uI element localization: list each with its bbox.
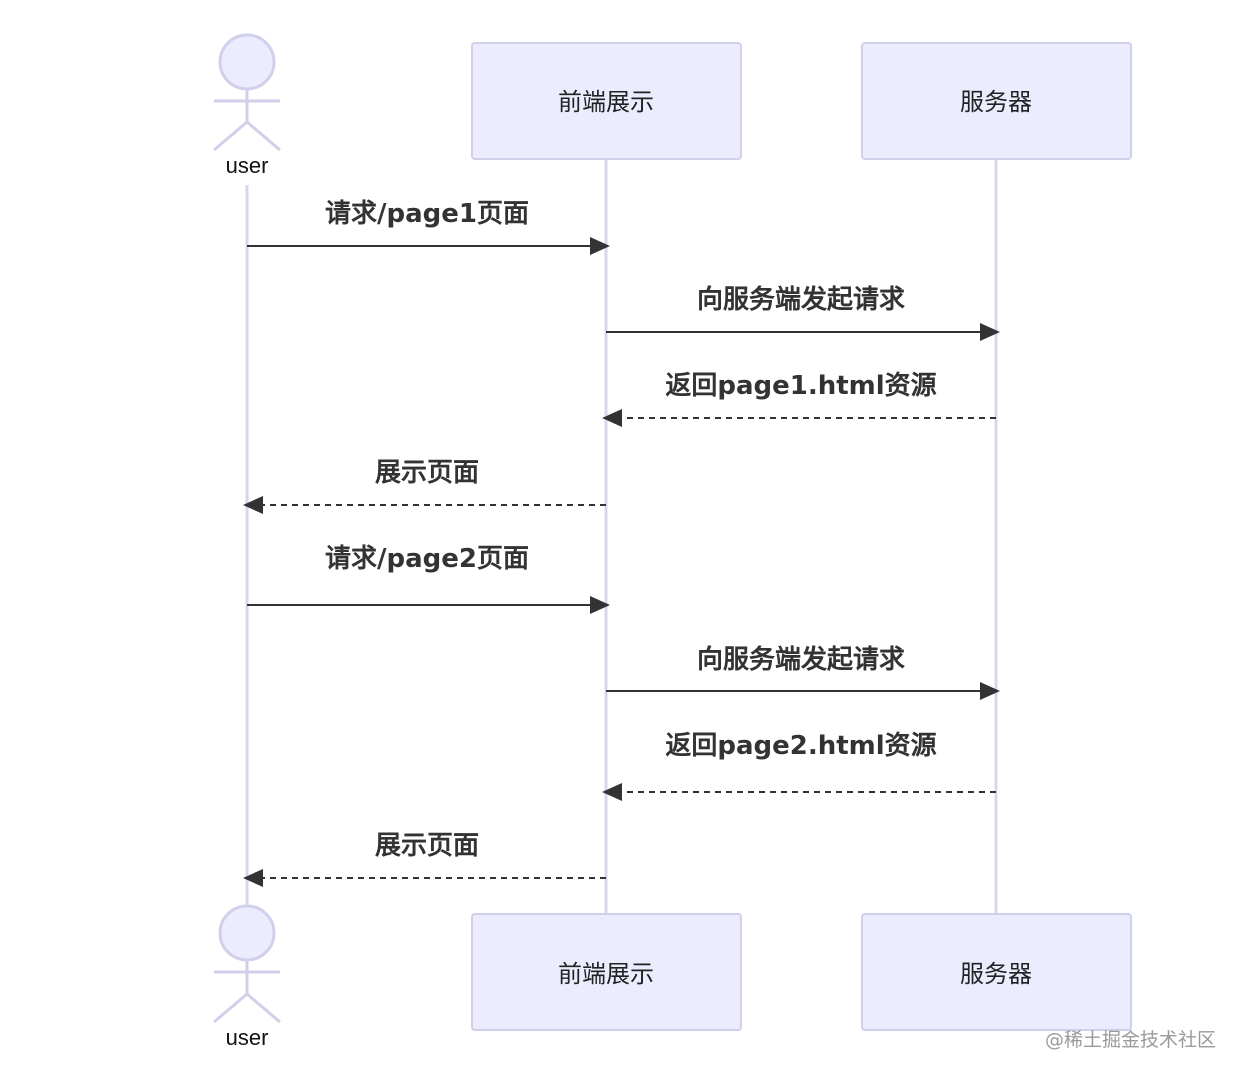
arrowhead-icon [602, 783, 622, 801]
arrowhead-icon [602, 409, 622, 427]
participant-box [471, 913, 742, 1031]
message-label: 展示页面 [375, 831, 479, 861]
participant-server-bottom: 服务器 [861, 913, 1132, 1031]
message-label: 向服务端发起请求 [697, 284, 905, 315]
actor-left-leg [213, 120, 248, 152]
actor-label: user [226, 153, 269, 178]
actor-right-leg [246, 120, 281, 152]
message-label: 向服务端发起请求 [697, 644, 905, 675]
message-7: 返回page2.html资源 [602, 731, 996, 801]
participant-frontend-top: 前端展示 [471, 42, 742, 160]
watermark: @稀土掘金技术社区 [1044, 1029, 1216, 1051]
message-label: 返回page2.html资源 [665, 731, 936, 761]
actor-user-bottom: user [213, 904, 281, 1050]
participant-label: 前端展示 [558, 960, 654, 988]
actor-user-top: user [213, 33, 281, 178]
message-1: 请求/page1页面 [247, 199, 610, 255]
actor-left-leg [213, 992, 248, 1024]
participant-box [471, 42, 742, 160]
participant-label: 服务器 [960, 88, 1032, 116]
actor-head [218, 33, 276, 91]
participant-box [861, 42, 1132, 160]
arrowhead-icon [980, 682, 1000, 700]
participant-server-top: 服务器 [861, 42, 1132, 160]
arrowhead-icon [980, 323, 1000, 341]
arrowhead-icon [590, 237, 610, 255]
message-label: 请求/page2页面 [325, 544, 529, 574]
participant-label: 前端展示 [558, 88, 654, 116]
message-6: 向服务端发起请求 [606, 644, 1000, 700]
message-3: 返回page1.html资源 [602, 371, 996, 427]
message-label: 请求/page1页面 [325, 199, 529, 229]
message-label: 返回page1.html资源 [665, 371, 936, 401]
arrowhead-icon [243, 496, 263, 514]
arrowhead-icon [243, 869, 263, 887]
arrowhead-icon [590, 596, 610, 614]
actor-head [218, 904, 276, 962]
message-4: 展示页面 [243, 458, 606, 514]
participant-box [861, 913, 1132, 1031]
message-label: 展示页面 [375, 458, 479, 488]
participant-frontend-bottom: 前端展示 [471, 913, 742, 1031]
actor-label: user [226, 1025, 269, 1050]
participant-label: 服务器 [960, 960, 1032, 988]
message-2: 向服务端发起请求 [606, 284, 1000, 341]
message-8: 展示页面 [243, 831, 606, 887]
actor-right-leg [246, 992, 281, 1024]
message-5: 请求/page2页面 [247, 544, 610, 614]
